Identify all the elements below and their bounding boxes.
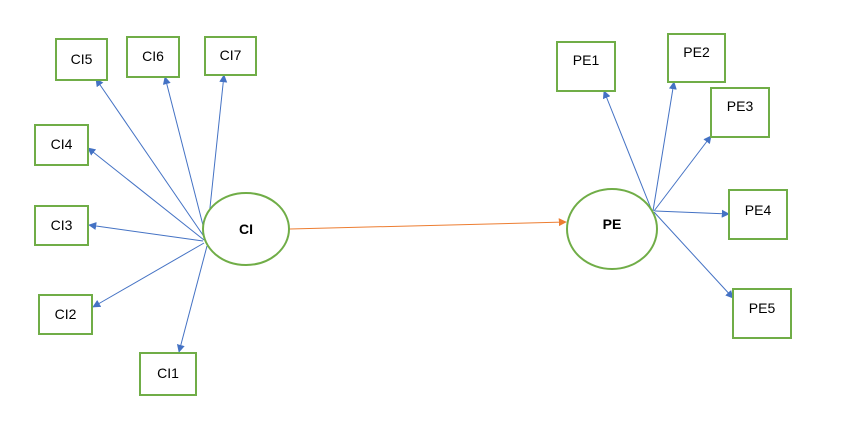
edge-ci-ci1 [176, 245, 208, 353]
edge-ci-ci5 [95, 78, 206, 239]
indicator-label: CI7 [220, 47, 242, 63]
indicator-label: PE3 [727, 98, 754, 114]
edge-ci-ci6 [162, 76, 207, 238]
indicator-ci1: CI1 [139, 352, 197, 396]
indicator-pe5: PE5 [732, 288, 792, 339]
edge-pe-pe3 [653, 135, 712, 212]
indicator-ci4: CI4 [34, 124, 89, 166]
indicator-label: PE4 [745, 202, 772, 218]
edge-pe-pe1 [602, 90, 653, 212]
edge-ci-ci3 [88, 222, 204, 242]
indicator-label: CI4 [51, 136, 73, 152]
indicator-ci7: CI7 [204, 36, 257, 76]
edge-pe-pe4 [654, 209, 730, 218]
indicator-pe3: PE3 [710, 87, 770, 138]
edge-ci-pe [289, 218, 567, 230]
edge-ci-ci2 [92, 242, 205, 308]
indicator-ci5: CI5 [55, 38, 108, 81]
indicator-ci3: CI3 [34, 205, 89, 246]
indicator-label: CI6 [142, 48, 164, 64]
construct-ci: CI [202, 192, 290, 266]
indicator-pe4: PE4 [728, 189, 788, 240]
construct-label: PE [603, 216, 622, 232]
indicator-label: CI3 [51, 217, 73, 233]
edge-pe-pe5 [653, 211, 734, 299]
edge-ci-ci4 [87, 147, 205, 241]
indicator-ci2: CI2 [38, 294, 93, 335]
indicator-label: CI1 [157, 365, 179, 381]
indicator-label: CI2 [55, 306, 77, 322]
edge-pe-pe2 [652, 81, 677, 212]
indicator-label: CI5 [71, 51, 93, 67]
construct-pe: PE [566, 188, 658, 270]
indicator-label: PE5 [749, 300, 776, 316]
indicator-pe2: PE2 [667, 33, 726, 83]
construct-label: CI [239, 221, 253, 237]
indicator-pe1: PE1 [556, 41, 616, 92]
indicator-ci6: CI6 [126, 36, 180, 78]
indicator-label: PE1 [573, 52, 600, 68]
indicator-label: PE2 [683, 44, 710, 60]
